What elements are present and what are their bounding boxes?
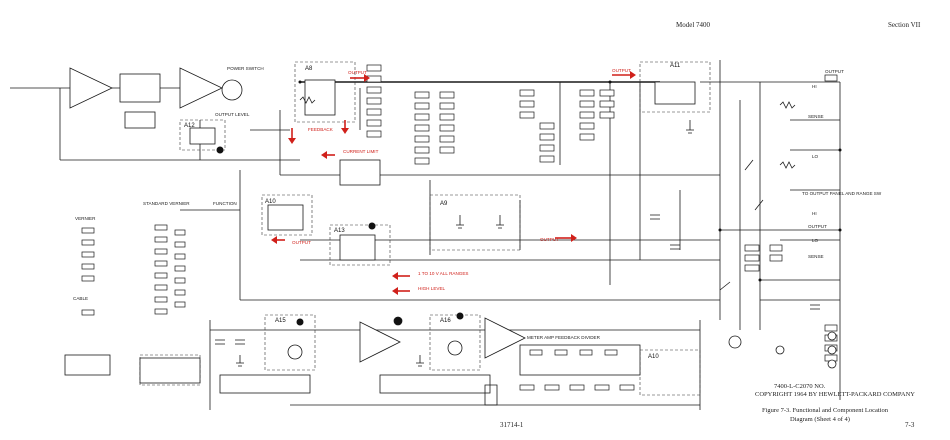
function-label: FUNCTION	[213, 201, 237, 206]
assembly-tags: A8 A9 A10 A11 A12 A13 A15 A16 A10	[184, 63, 681, 360]
assembly-a13-tag: A13	[334, 228, 345, 234]
copyright-line-1: 7400-L-C2070 NO.	[774, 383, 826, 390]
section-header: Section VII	[888, 21, 921, 29]
output-b-label: OUTPUT	[808, 224, 827, 229]
output-annotation-4: OUTPUT	[540, 237, 559, 242]
power-switch-label: POWER SWITCH	[227, 66, 264, 71]
output-annotation-1: OUTPUT	[348, 70, 367, 75]
assembly-a16-tag: A16	[440, 318, 451, 324]
output-a-label: OUTPUT	[825, 69, 844, 74]
output-level-label: OUTPUT LEVEL	[215, 112, 250, 117]
model-header: Model 7400	[676, 21, 711, 29]
meter-amp-feedback-divider-label: METER AMP FEEDBACK DIVIDER	[527, 335, 601, 340]
block-labels: STANDARD VERNIER FUNCTION OUTPUT LEVEL P…	[73, 66, 882, 340]
assembly-a12-tag: A12	[184, 123, 195, 129]
assembly-a15-tag: A15	[275, 318, 286, 324]
signal-flow-arrows	[271, 71, 636, 295]
amplifier-chain-top	[69, 67, 243, 129]
amplifier-chain-bottom	[287, 316, 742, 363]
cable-label: CABLE	[73, 296, 88, 301]
hi-a-label: HI	[812, 84, 817, 89]
figure-caption-line-2: Diagram (Sheet 4 of 4)	[790, 416, 850, 423]
part-number: 31714-1	[500, 421, 524, 429]
assembly-a10-bottom-tag: A10	[648, 354, 659, 360]
volt-limit-annotation-1: 1 TO 10 V ALL RANGES	[418, 271, 468, 276]
signal-annotations: OUTPUT OUTPUT OUTPUT OUTPUT CURRENT LIMI…	[292, 68, 631, 291]
components	[215, 96, 837, 406]
output-terminal-labels: OUTPUT SENSE OUTPUT SENSE HI LO HI LO	[808, 69, 844, 259]
current-limit-annotation: CURRENT LIMIT	[343, 149, 379, 154]
volt-limit-annotation-2: HIGH LEVEL	[418, 286, 446, 291]
figure-caption-line-1: Figure 7-3. Functional and Component Loc…	[762, 407, 889, 414]
assembly-a11-tag: A11	[670, 63, 681, 69]
page-number: 7-3	[905, 421, 915, 429]
standard-vernier-label: STANDARD VERNIER	[143, 201, 190, 206]
lo-a-label: LO	[812, 154, 819, 159]
assembly-a10-tag: A10	[265, 199, 276, 205]
to-output-panel-label: TO OUTPUT PANEL AND RANGE SW	[802, 191, 882, 196]
output-annotation-3: OUTPUT	[292, 240, 311, 245]
feedback-annotation: FEEDBACK	[308, 127, 334, 132]
assembly-a8-tag: A8	[305, 66, 313, 72]
lo-b-label: LO	[812, 238, 819, 243]
copyright-line-2: COPYRIGHT 1964 BY HEWLETT-PACKARD COMPAN…	[755, 391, 915, 398]
output-annotation-2: OUTPUT	[612, 68, 631, 73]
junction-dots	[216, 80, 842, 326]
sense-a-label: SENSE	[808, 114, 824, 119]
assembly-a9-tag: A9	[440, 201, 448, 207]
sense-b-label: SENSE	[808, 254, 824, 259]
switch-decks	[81, 64, 838, 391]
hi-b-label: HI	[812, 211, 817, 216]
vernier-label: VERNIER	[75, 216, 96, 221]
